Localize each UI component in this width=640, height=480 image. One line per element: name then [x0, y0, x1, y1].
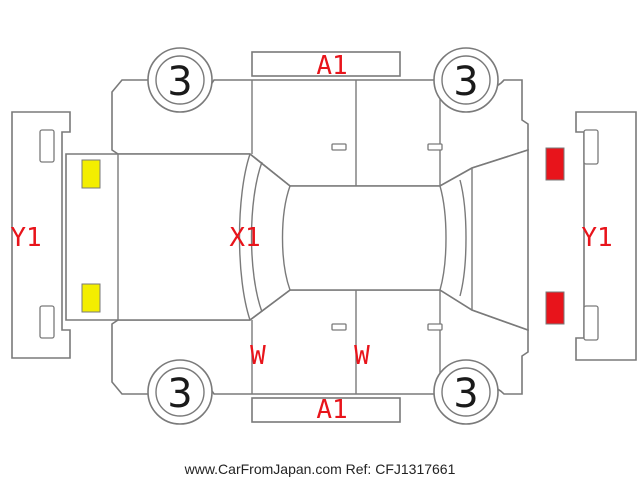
rear-bumper — [575, 111, 637, 361]
wheel-front-left: 3 — [147, 47, 213, 113]
top-side-panel — [251, 51, 401, 77]
wheel-front-right: 3 — [433, 47, 499, 113]
damage-code-rear-bumper: Y1 — [581, 223, 612, 253]
headlight-top — [81, 159, 101, 189]
damage-code-top-side: A1 — [316, 51, 347, 81]
headlight-bottom — [81, 283, 101, 313]
wheel-grade-label: 3 — [167, 371, 192, 417]
wheel-grade-label: 3 — [453, 371, 478, 417]
taillight-top — [545, 147, 565, 181]
taillight-bottom — [545, 291, 565, 325]
reference-footer: www.CarFromJapan.com Ref: CFJ1317661 — [184, 461, 456, 477]
wheel-rear-right: 3 — [433, 359, 499, 425]
wheel-rear-left: 3 — [147, 359, 213, 425]
damage-code-rear-door: W — [354, 341, 370, 371]
damage-code-hood: X1 — [229, 223, 260, 253]
bottom-side-panel — [251, 397, 401, 423]
damage-code-front-bumper: Y1 — [10, 223, 41, 253]
damage-code-bottom-side: A1 — [316, 395, 347, 425]
wheel-grade-label: 3 — [167, 59, 192, 105]
wheel-grade-label: 3 — [453, 59, 478, 105]
damage-code-front-door: W — [250, 341, 266, 371]
car-top-view — [65, 148, 529, 332]
front-bumper — [11, 111, 71, 359]
